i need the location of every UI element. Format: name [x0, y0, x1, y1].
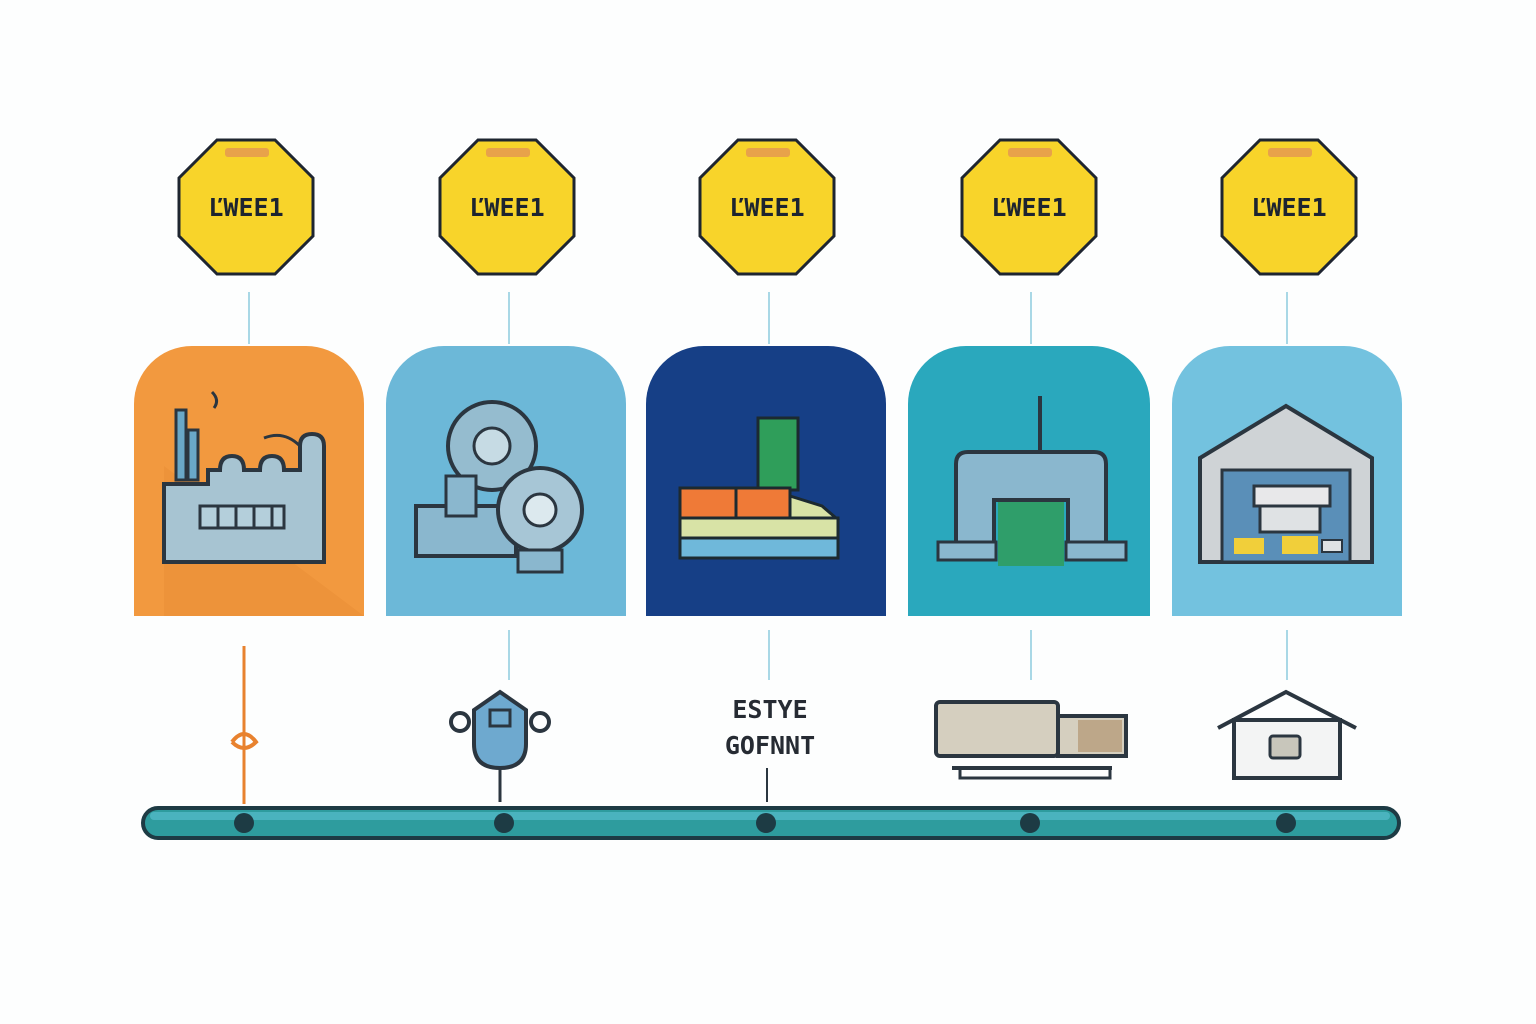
timeline-node — [234, 813, 254, 833]
timeline-node — [756, 813, 776, 833]
connector-line — [1030, 292, 1032, 344]
timeline-label-line-2: GOFNNT — [724, 731, 816, 760]
connector-line — [768, 292, 770, 344]
cargo-icon — [678, 416, 841, 560]
connector-line — [508, 292, 510, 344]
octagon-sign-3: ĽWEE1 — [698, 138, 836, 276]
sign-label: ĽWEE1 — [729, 192, 805, 222]
connector-line — [248, 292, 250, 344]
octagon-sign-1: ĽWEE1 — [177, 138, 315, 276]
sign-label: ĽWEE1 — [469, 192, 545, 222]
factory-icon — [162, 390, 364, 616]
warehouse-panel — [1172, 346, 1402, 616]
rope-knot-icon — [230, 646, 259, 804]
octagon-sign-4: ĽWEE1 — [960, 138, 1098, 276]
warehouse-icon — [1198, 403, 1374, 564]
connector-line — [768, 630, 770, 680]
timeline-node — [1020, 813, 1040, 833]
connector-line — [1286, 292, 1288, 344]
gears-icon — [414, 400, 584, 574]
octagon-sign-2: ĽWEE1 — [438, 138, 576, 276]
connector-line — [1286, 630, 1288, 680]
sign-label: ĽWEE1 — [991, 192, 1067, 222]
timeline-node — [1276, 813, 1296, 833]
processing-panel — [908, 346, 1150, 616]
valve-icon — [449, 689, 551, 802]
label-stem — [766, 768, 768, 802]
factory-panel — [134, 346, 364, 616]
octagon-sign-5: ĽWEE1 — [1220, 138, 1358, 276]
timeline-label: ESTYE GOFNNT — [690, 692, 850, 764]
truck-icon — [934, 700, 1128, 780]
shipping-panel — [646, 346, 886, 616]
timeline-track — [141, 806, 1401, 840]
connector-line — [1030, 630, 1032, 680]
timeline-label-line-1: ESTYE — [732, 695, 808, 724]
sign-label: ĽWEE1 — [208, 192, 284, 222]
timeline-node — [494, 813, 514, 833]
connector-line — [508, 630, 510, 680]
machinery-panel — [386, 346, 626, 616]
hangar-icon — [936, 396, 1128, 566]
house-icon — [1217, 689, 1357, 780]
sign-label: ĽWEE1 — [1251, 192, 1327, 222]
